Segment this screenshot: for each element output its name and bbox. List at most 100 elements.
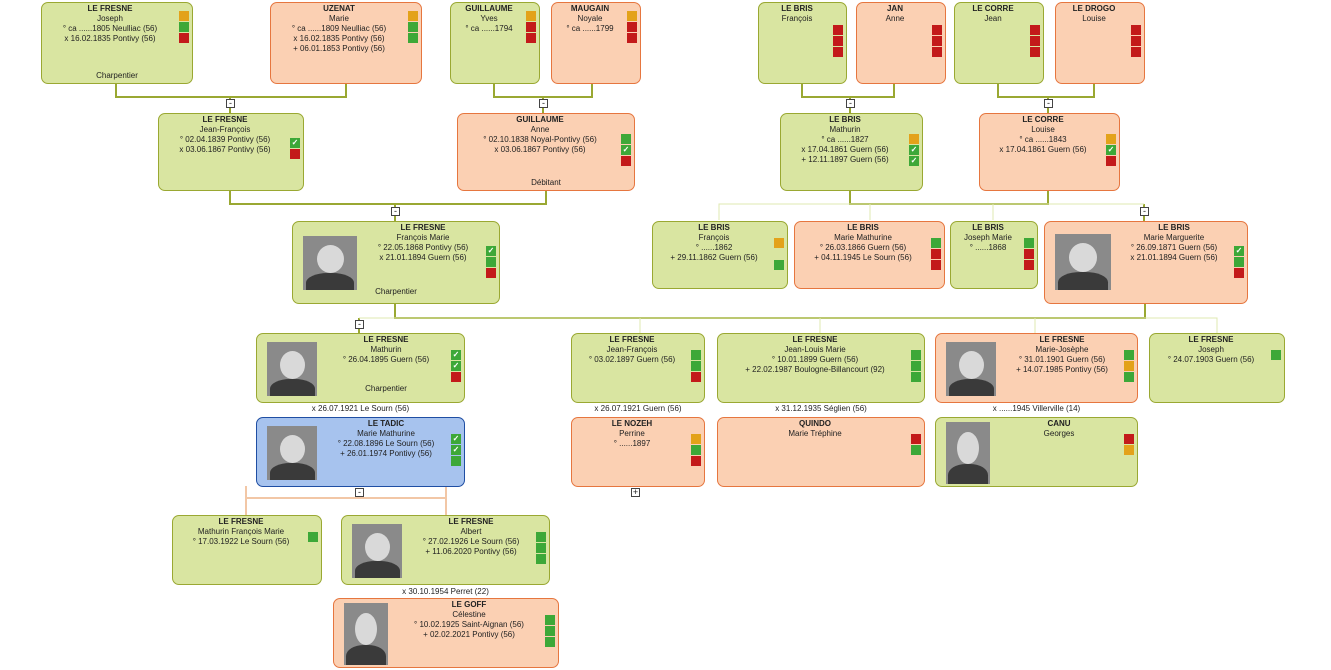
status-flag: [774, 260, 784, 270]
status-flag: [691, 434, 701, 444]
person-surname: LE BRIS: [781, 4, 813, 13]
person-surname: LE FRESNE: [87, 4, 133, 13]
person-given-name: Célestine: [452, 610, 486, 619]
person-event: ° 26.03.1866 Guern (56): [819, 243, 907, 252]
person-card-marie-uzenat[interactable]: UZENAT Marie ° ca ......1809 Neulliac (5…: [270, 2, 422, 84]
person-given-name: Marie Mathurine: [357, 429, 415, 438]
status-flag: [545, 637, 555, 647]
person-surname: QUINDO: [799, 419, 831, 428]
person-surname: LE FRESNE: [218, 517, 264, 526]
person-event: ° ca ......1799: [566, 24, 614, 33]
status-flags: [1124, 350, 1134, 383]
collapse-toggle-icon[interactable]: -: [355, 320, 364, 329]
status-flags: ✓✓: [451, 350, 461, 383]
collapse-toggle-icon[interactable]: -: [846, 99, 855, 108]
person-card-marie-marguerite-le-bris[interactable]: LE BRIS Marie Marguerite ° 26.09.1871 Gu…: [1044, 221, 1248, 304]
person-card-mathurin-le-fresne[interactable]: LE FRESNE Mathurin ° 26.04.1895 Guern (5…: [256, 333, 465, 403]
person-event: x 16.02.1835 Pontivy (56): [293, 34, 385, 43]
person-event: x 17.04.1861 Guern (56): [999, 145, 1087, 154]
person-card-jean-le-corre[interactable]: LE CORRE Jean: [954, 2, 1044, 84]
status-flag: [1124, 372, 1134, 382]
status-flag: [451, 456, 461, 466]
person-card-georges-canu[interactable]: CANU Georges: [935, 417, 1138, 487]
status-flag: [1024, 260, 1034, 270]
status-flag: [408, 33, 418, 43]
status-flag: [911, 350, 921, 360]
person-given-name: Joseph: [1198, 345, 1224, 354]
person-event: + 02.02.2021 Pontivy (56): [423, 630, 515, 639]
status-flag: [833, 36, 843, 46]
status-flag: [308, 532, 318, 542]
person-given-name: Mathurin François Marie: [197, 527, 285, 536]
collapse-toggle-icon[interactable]: -: [355, 488, 364, 497]
person-card-noyale-maugain[interactable]: MAUGAIN Noyale ° ca ......1799: [551, 2, 641, 84]
person-card-yves-guillaume[interactable]: GUILLAUME Yves ° ca ......1794: [450, 2, 540, 84]
person-event: + 14.07.1985 Pontivy (56): [1016, 365, 1108, 374]
expand-toggle-icon[interactable]: +: [631, 487, 640, 497]
status-flag: [545, 626, 555, 636]
person-card-mathurin-francois-marie-le-fresne[interactable]: LE FRESNE Mathurin François Marie ° 17.0…: [172, 515, 322, 585]
person-card-albert-le-fresne[interactable]: LE FRESNE Albert ° 27.02.1926 Le Sourn (…: [341, 515, 550, 585]
person-event: ° 26.04.1895 Guern (56): [342, 355, 430, 364]
collapse-toggle-icon[interactable]: -: [391, 207, 400, 216]
person-event: ° ca ......1809 Neulliac (56): [291, 24, 387, 33]
person-card-jean-louis-marie-le-fresne[interactable]: LE FRESNE Jean-Louis Marie ° 10.01.1899 …: [717, 333, 925, 403]
person-card-mathurin-le-bris[interactable]: LE BRIS Mathurin ° ca ......1827 x 17.04…: [780, 113, 923, 191]
person-card-joseph-le-fresne-child[interactable]: LE FRESNE Joseph ° 24.07.1903 Guern (56): [1149, 333, 1285, 403]
status-flag: [931, 238, 941, 248]
collapse-toggle-icon[interactable]: -: [1044, 99, 1053, 108]
person-event: ° 31.01.1901 Guern (56): [1018, 355, 1106, 364]
person-event: ° 02.04.1839 Pontivy (56): [179, 135, 271, 144]
collapse-toggle-icon[interactable]: -: [1140, 207, 1149, 216]
person-card-marie-josephe-le-fresne[interactable]: LE FRESNE Marie-Josèphe ° 31.01.1901 Gue…: [935, 333, 1138, 403]
status-flags: [911, 350, 921, 383]
person-card-joseph-marie-le-bris[interactable]: LE BRIS Joseph Marie ° ......1868: [950, 221, 1038, 289]
status-flag: [179, 33, 189, 43]
person-card-marie-trephine-quindo[interactable]: QUINDO Marie Tréphine: [717, 417, 925, 487]
person-card-louise-le-corre[interactable]: LE CORRE Louise ° ca ......1843 x 17.04.…: [979, 113, 1120, 191]
status-flag: [536, 554, 546, 564]
person-given-name: Mathurin: [829, 125, 861, 134]
status-flag: [526, 11, 536, 21]
person-event: ° 24.07.1903 Guern (56): [1167, 355, 1255, 364]
person-event: ° 02.10.1838 Noyal-Pontivy (56): [483, 135, 597, 144]
person-card-jean-francois-le-fresne[interactable]: LE FRESNE Jean-François ° 02.04.1839 Pon…: [158, 113, 304, 191]
person-occupation: Charpentier: [375, 287, 417, 296]
status-flags: ✓: [290, 138, 300, 160]
status-flag: [932, 47, 942, 57]
status-flags: [308, 532, 318, 543]
person-card-marie-mathurine-le-tadic[interactable]: LE TADIC Marie Mathurine ° 22.08.1896 Le…: [256, 417, 465, 487]
person-card-marie-mathurine-le-bris[interactable]: LE BRIS Marie Mathurine ° 26.03.1866 Gue…: [794, 221, 945, 289]
person-surname: LE FRESNE: [448, 517, 494, 526]
person-card-louise-le-drogo[interactable]: LE DROGO Louise: [1055, 2, 1145, 84]
marriage-label: x 30.10.1954 Perret (22): [402, 587, 489, 596]
person-surname: LE FRESNE: [609, 335, 655, 344]
status-flags: ✓: [486, 246, 496, 279]
collapse-toggle-icon[interactable]: -: [226, 99, 235, 108]
status-flag: [408, 22, 418, 32]
person-card-anne-guillaume[interactable]: GUILLAUME Anne ° 02.10.1838 Noyal-Pontiv…: [457, 113, 635, 191]
person-card-celestine-le-goff[interactable]: LE GOFF Célestine ° 10.02.1925 Saint-Aig…: [333, 598, 559, 668]
person-card-jean-francois-le-fresne-child[interactable]: LE FRESNE Jean-François ° 03.02.1897 Gue…: [571, 333, 705, 403]
status-flag: [1106, 134, 1116, 144]
status-flag: [1124, 361, 1134, 371]
person-card-joseph-le-fresne[interactable]: LE FRESNE Joseph ° ca ......1805 Neullia…: [41, 2, 193, 84]
person-card-francois-marie-le-fresne[interactable]: LE FRESNE François Marie ° 22.05.1868 Po…: [292, 221, 500, 304]
person-card-francois-le-bris[interactable]: LE BRIS François: [758, 2, 847, 84]
person-card-perrine-le-nozeh[interactable]: LE NOZEH Perrine ° ......1897: [571, 417, 705, 487]
person-event: ° ca ......1794: [465, 24, 513, 33]
status-flag: [1234, 268, 1244, 278]
person-card-anne-jan[interactable]: JAN Anne: [856, 2, 946, 84]
person-card-francois-le-bris-child[interactable]: LE BRIS François ° ......1862 + 29.11.18…: [652, 221, 788, 289]
status-flag: ✓: [909, 145, 919, 155]
status-flag: ✓: [451, 445, 461, 455]
person-event: x 03.06.1867 Pontivy (56): [494, 145, 586, 154]
person-event: ° 10.02.1925 Saint-Aignan (56): [414, 620, 524, 629]
person-event: x 16.02.1835 Pontivy (56): [64, 34, 156, 43]
marriage-label: x 26.07.1921 Guern (56): [594, 404, 682, 413]
status-flags: ✓: [621, 134, 631, 167]
collapse-toggle-icon[interactable]: -: [539, 99, 548, 108]
status-flag: ✓: [621, 145, 631, 155]
person-event: + 22.02.1987 Boulogne-Billancourt (92): [745, 365, 885, 374]
person-event: + 06.01.1853 Pontivy (56): [293, 44, 385, 53]
